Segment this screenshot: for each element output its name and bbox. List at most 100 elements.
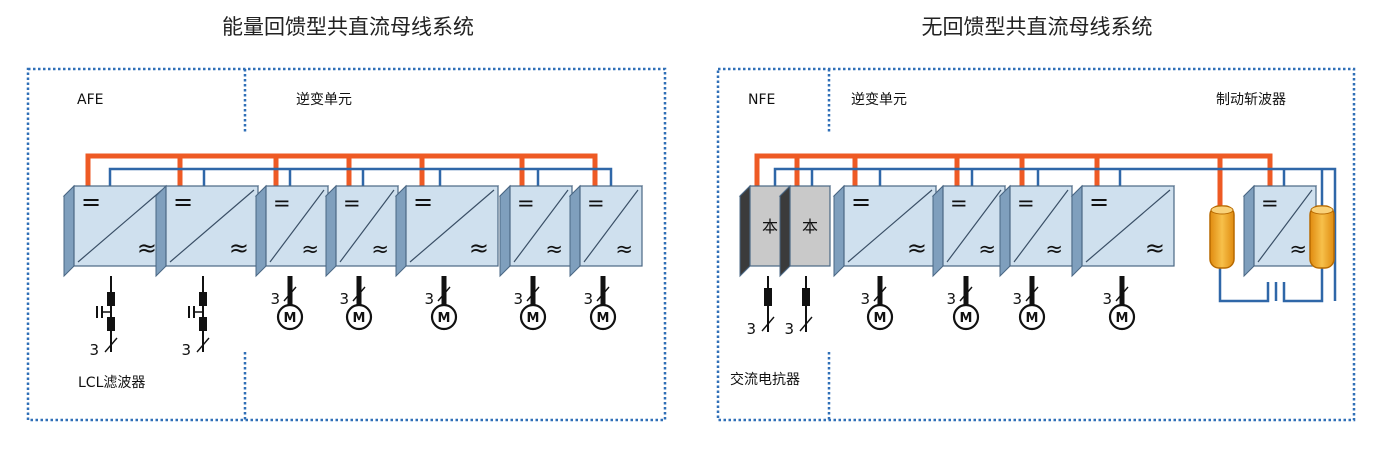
- motor-icon: M: [1018, 303, 1046, 331]
- braking-resistor-left: [1209, 205, 1235, 269]
- ac-symbol: ≈: [371, 236, 389, 261]
- ac-symbol: ≈: [907, 234, 927, 262]
- svg-text:M: M: [1026, 311, 1039, 326]
- diode-bridge-icon: 本: [802, 217, 818, 236]
- right-negative-bus: [773, 167, 1337, 301]
- ac-reactor-label: 交流电抗器: [730, 371, 800, 388]
- svg-text:M: M: [960, 311, 973, 326]
- motor-drive-8: 3M: [1012, 276, 1046, 331]
- inverter-module-6: =≈: [832, 184, 938, 278]
- motor-icon: M: [866, 303, 894, 331]
- ac-symbol: ≈: [1289, 236, 1307, 261]
- dc-symbol: =: [413, 188, 433, 216]
- phase-count: 3: [1012, 290, 1022, 308]
- dc-symbol: =: [1089, 188, 1109, 216]
- phase-count: 3: [1102, 290, 1112, 308]
- ac-reactor-branch-1: 3: [746, 276, 775, 338]
- dc-symbol: =: [517, 190, 535, 215]
- ac-symbol: ≈: [301, 236, 319, 261]
- dc-symbol: =: [950, 190, 968, 215]
- right-positive-bus: [754, 153, 1273, 189]
- inverter-module-8: =≈: [998, 184, 1074, 278]
- inverter-module-4: =≈: [498, 184, 574, 278]
- brake-chopper-module: =≈: [1242, 184, 1318, 278]
- motor-icon: M: [430, 303, 458, 331]
- left-panel-title: 能量回馈型共直流母线系统: [222, 15, 474, 39]
- phase-count: 3: [181, 341, 191, 359]
- reactor-icon: [764, 288, 772, 306]
- reactor-icon: [802, 288, 810, 306]
- braking-resistor-right: [1309, 205, 1335, 269]
- inductor-icon: [107, 317, 115, 331]
- svg-text:M: M: [284, 311, 297, 326]
- svg-text:M: M: [353, 311, 366, 326]
- left-dc-bus: [85, 153, 613, 189]
- ac-reactor-branch-2: 3: [784, 276, 813, 338]
- motor-drive-9: 3M: [1102, 276, 1136, 331]
- motor-drive-3: 3M: [424, 276, 458, 331]
- dc-symbol: =: [1017, 190, 1035, 215]
- lcl-filter-branch-1: 3: [89, 276, 118, 359]
- dc-symbol: =: [343, 190, 361, 215]
- phase-count: 3: [339, 290, 349, 308]
- phase-count: 3: [784, 320, 794, 338]
- dc-symbol: =: [851, 188, 871, 216]
- left-panel-border: [26, 67, 667, 422]
- lcl-filter-label: LCL滤波器: [78, 375, 145, 391]
- phase-count: 3: [424, 290, 434, 308]
- inverter-module-1: =≈: [254, 184, 330, 278]
- inverter-module-5: =≈: [568, 184, 644, 278]
- left-inverter-label: 逆变单元: [296, 92, 352, 108]
- ac-symbol: ≈: [615, 236, 633, 261]
- svg-text:M: M: [1116, 311, 1129, 326]
- phase-count: 3: [860, 290, 870, 308]
- phase-count: 3: [583, 290, 593, 308]
- converter-modules: =≈=≈=≈=≈=≈=≈=≈本本=≈=≈=≈=≈=≈: [62, 184, 1318, 278]
- dc-symbol: =: [81, 188, 101, 216]
- motor-drive-4: 3M: [513, 276, 547, 331]
- right-panel-border: [716, 67, 1356, 422]
- left-positive-bus: [85, 153, 598, 189]
- inverter-module-3: =≈: [394, 184, 500, 278]
- svg-text:M: M: [597, 311, 610, 326]
- nfe-label: NFE: [748, 92, 775, 108]
- motor-drive-5: 3M: [583, 276, 617, 331]
- motor-icon: M: [276, 303, 304, 331]
- phase-count: 3: [513, 290, 523, 308]
- motor-icon: M: [345, 303, 373, 331]
- dc-symbol: =: [273, 190, 291, 215]
- right-panel-title: 无回馈型共直流母线系统: [922, 15, 1153, 39]
- motor-icon: M: [1108, 303, 1136, 331]
- inductor-icon: [199, 317, 207, 331]
- ac-symbol: ≈: [545, 236, 563, 261]
- phase-count: 3: [946, 290, 956, 308]
- left-negative-bus: [108, 167, 613, 189]
- diode-bridge-icon: 本: [762, 217, 778, 236]
- inductor-icon: [199, 292, 207, 306]
- svg-text:M: M: [527, 311, 540, 326]
- afe-module-2: =≈: [154, 184, 260, 278]
- afe-module-1: =≈: [62, 184, 168, 278]
- phase-count: 3: [746, 320, 756, 338]
- lcl-filter-branch-2: 3: [181, 276, 210, 359]
- dc-symbol: =: [1261, 190, 1279, 215]
- inductor-icon: [107, 292, 115, 306]
- right-dc-bus: [754, 153, 1337, 303]
- ac-symbol: ≈: [978, 236, 996, 261]
- motor-drive-2: 3M: [339, 276, 373, 331]
- motor-drive-1: 3M: [270, 276, 304, 331]
- motor-drive-6: 3M: [860, 276, 894, 331]
- ac-symbol: ≈: [137, 234, 157, 262]
- dc-symbol: =: [173, 188, 193, 216]
- ac-symbol: ≈: [1145, 234, 1165, 262]
- brake-chopper-label: 制动斩波器: [1216, 92, 1286, 108]
- ac-symbol: ≈: [229, 234, 249, 262]
- inverter-module-2: =≈: [324, 184, 400, 278]
- svg-text:M: M: [874, 311, 887, 326]
- phase-count: 3: [270, 290, 280, 308]
- ac-symbol: ≈: [1045, 236, 1063, 261]
- dc-symbol: =: [587, 190, 605, 215]
- inverter-module-9: =≈: [1070, 184, 1176, 278]
